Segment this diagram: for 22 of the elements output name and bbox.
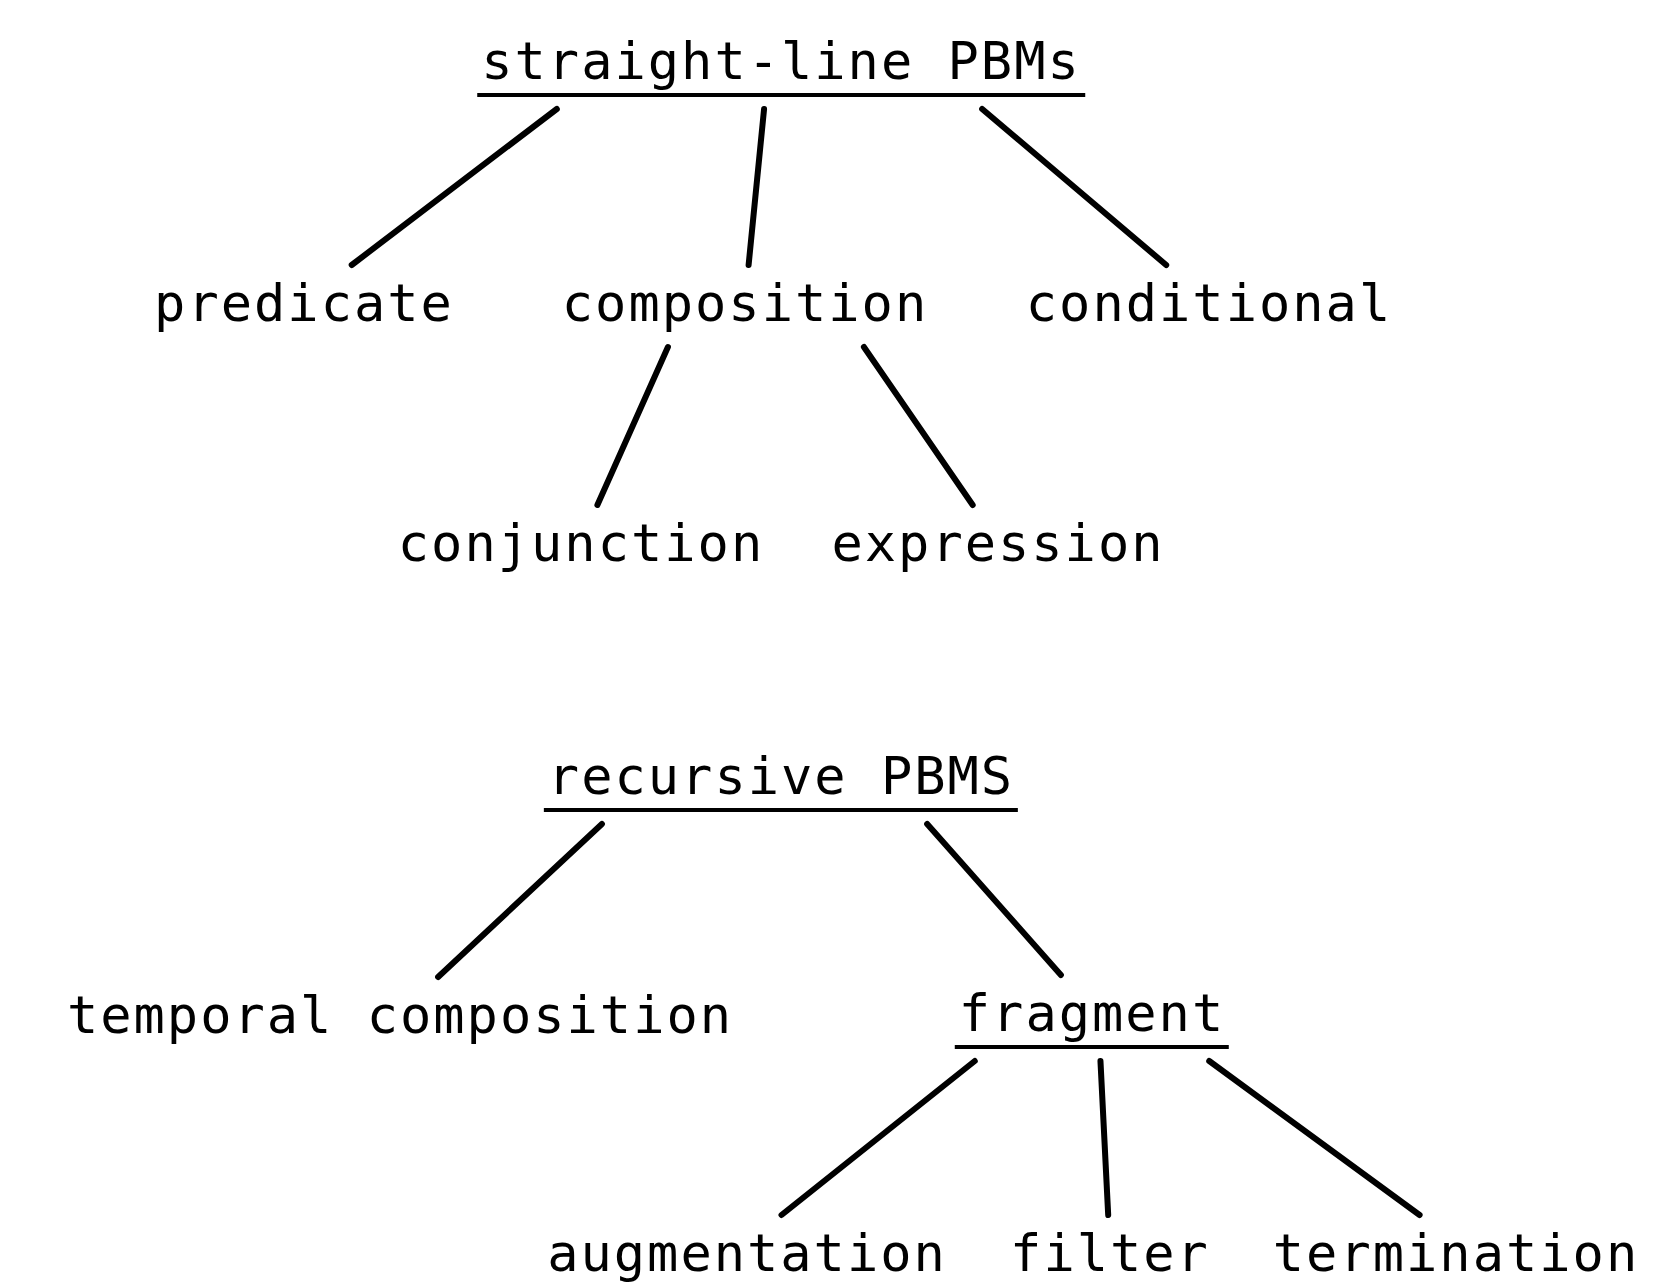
tree-branch-line — [778, 1058, 978, 1218]
tree-node-label: filter — [1006, 1223, 1214, 1285]
tree-branch-line — [1097, 1058, 1112, 1218]
tree-branch-line — [348, 106, 560, 268]
underlined-heading: recursive PBMS — [543, 746, 1019, 812]
tree-node-label: temporal composition — [62, 985, 738, 1047]
tree-branch-line — [924, 821, 1064, 978]
tree-branch-line — [435, 821, 605, 980]
tree-branch-line — [1206, 1058, 1423, 1218]
tree-branch-line — [594, 344, 671, 508]
tree-node-label: conditional — [1021, 273, 1397, 335]
underlined-heading: fragment — [954, 983, 1230, 1049]
tree-node-label: conjunction — [393, 513, 769, 575]
tree-node-label: augmentation — [543, 1223, 951, 1285]
tree-node-label: predicate — [150, 273, 458, 335]
tree-node-label: termination — [1268, 1223, 1644, 1285]
tree-node-label: composition — [557, 273, 933, 335]
tree-node-label: expression — [827, 513, 1169, 575]
tree-branch-line — [745, 106, 768, 268]
tree-branch-line — [979, 106, 1170, 268]
underlined-heading: straight-line PBMs — [477, 31, 1085, 97]
tree-branch-line — [860, 344, 976, 508]
